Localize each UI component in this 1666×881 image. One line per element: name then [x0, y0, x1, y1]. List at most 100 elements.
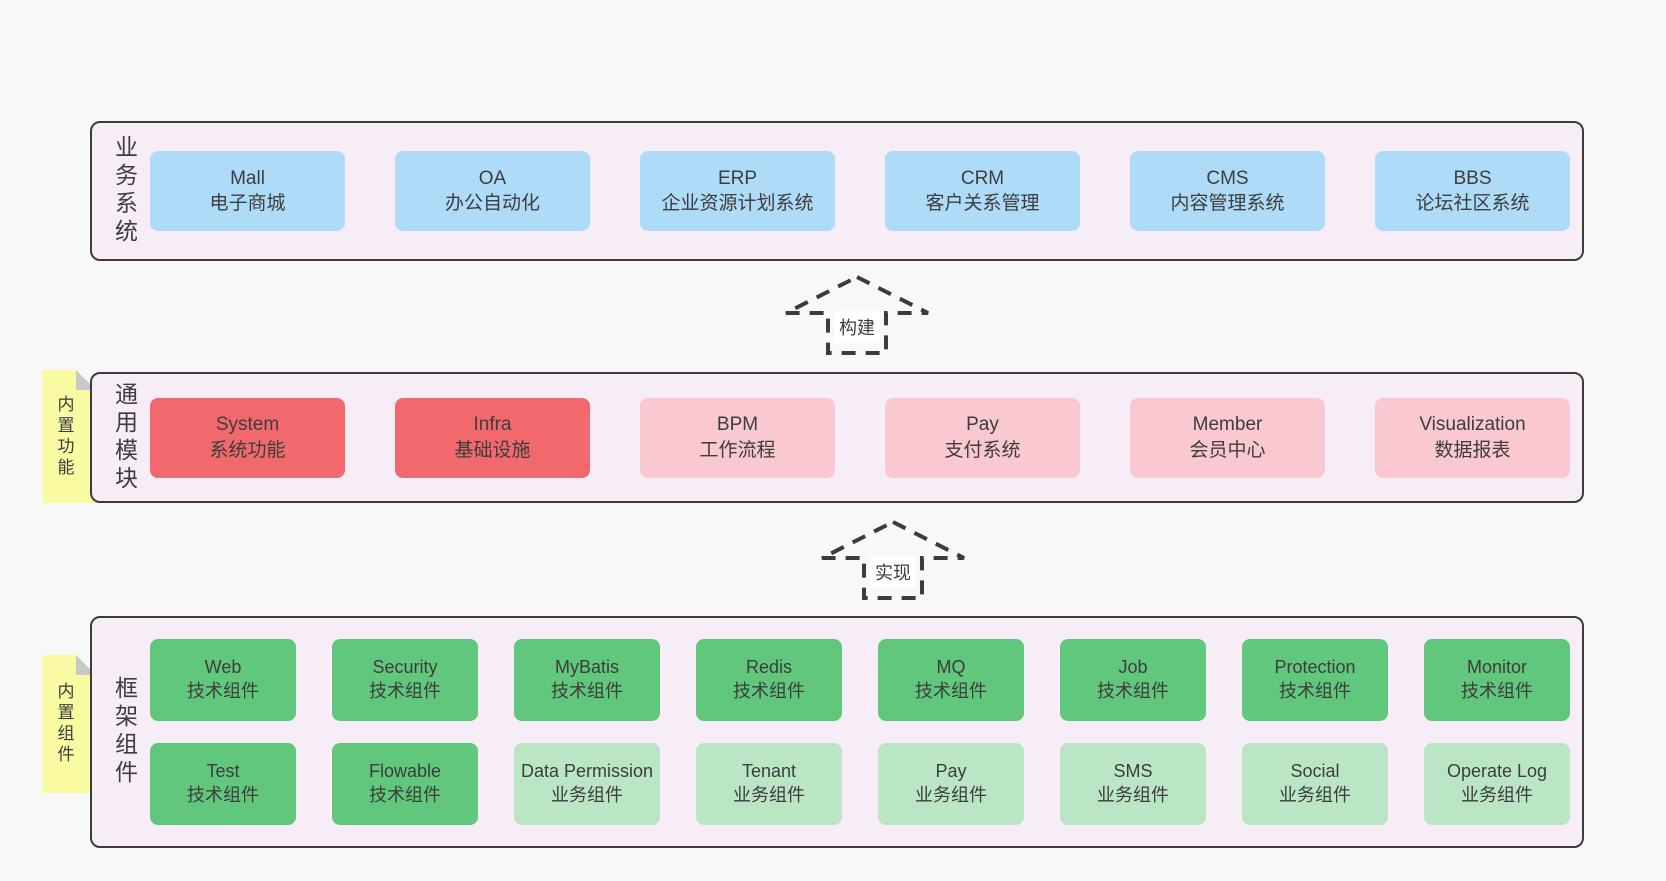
module-subtitle: 技术组件: [187, 785, 259, 805]
module-subtitle: 业务组件: [551, 785, 623, 805]
module-subtitle: 技术组件: [1279, 681, 1351, 701]
module-box-mall: Mall 电子商城: [150, 151, 345, 231]
module-title: Job: [1118, 657, 1148, 678]
module-box-test: Test 技术组件: [150, 743, 296, 825]
module-title: Data Permission: [520, 761, 654, 782]
band-rows: System 系统功能 Infra 基础设施 BPM 工作流程 Pay 支付系统 Member 会…: [150, 397, 1570, 478]
module-subtitle: 业务组件: [1097, 785, 1169, 805]
module-box-pay: Pay 支付系统: [885, 397, 1080, 478]
module-subtitle: 工作流程: [699, 439, 776, 461]
module-title: MyBatis: [554, 657, 619, 678]
band-label: 通用模块: [111, 381, 138, 494]
module-row: System 系统功能 Infra 基础设施 BPM 工作流程 Pay 支付系统 Member 会…: [150, 397, 1570, 478]
module-title: BPM: [716, 414, 759, 436]
module-title: MQ: [936, 657, 966, 678]
module-title: Social: [1290, 761, 1340, 782]
module-title: Flowable: [368, 761, 442, 782]
module-box-system: System 系统功能: [150, 397, 345, 478]
dashed-up-arrow-icon: [785, 274, 929, 355]
module-title: Operate Log: [1446, 761, 1548, 782]
sticky-note-label: 内置组件: [54, 682, 74, 766]
module-title: Redis: [745, 657, 793, 678]
module-title: SMS: [1113, 761, 1153, 782]
module-title: Pay: [966, 414, 999, 436]
module-subtitle: 论坛社区系统: [1415, 193, 1530, 214]
module-subtitle: 支付系统: [944, 439, 1021, 461]
module-title: CRM: [960, 167, 1005, 189]
module-box-member: Member 会员中心: [1130, 397, 1325, 478]
band-label: 框架组件: [111, 676, 138, 788]
module-subtitle: 会员中心: [1189, 439, 1266, 461]
module-title: CMS: [1206, 167, 1249, 189]
module-subtitle: 技术组件: [369, 785, 441, 805]
module-title: Monitor: [1466, 657, 1528, 678]
module-subtitle: 客户关系管理: [925, 193, 1040, 214]
module-subtitle: 技术组件: [733, 681, 805, 701]
module-title: Test: [206, 761, 240, 782]
module-title: System: [215, 414, 280, 436]
module-subtitle: 电子商城: [209, 193, 286, 214]
module-title: OA: [478, 167, 507, 189]
arrow-label: 构建: [834, 311, 880, 343]
module-box-crm: CRM 客户关系管理: [885, 151, 1080, 231]
module-box-security: Security 技术组件: [332, 639, 478, 721]
module-title: Protection: [1274, 657, 1356, 678]
module-subtitle: 技术组件: [1461, 681, 1533, 701]
sticky-note-label: 内置功能: [54, 394, 74, 479]
arrow-build: 构建: [777, 274, 937, 356]
module-subtitle: 企业资源计划系统: [661, 193, 814, 214]
module-title: BBS: [1453, 167, 1492, 189]
module-box-bbs: BBS 论坛社区系统: [1375, 151, 1570, 231]
module-box-cms: CMS 内容管理系统: [1130, 151, 1325, 231]
module-title: Tenant: [741, 761, 797, 782]
module-title: Infra: [473, 414, 512, 436]
module-subtitle: 数据报表: [1434, 439, 1511, 461]
module-title: Member: [1192, 414, 1263, 436]
module-box-visualization: Visualization 数据报表: [1375, 397, 1570, 478]
arrow-implement: 实现: [813, 519, 973, 601]
module-subtitle: 业务组件: [915, 785, 987, 805]
module-box-job: Job 技术组件: [1060, 639, 1206, 721]
module-title: Pay: [935, 761, 967, 782]
module-title: Visualization: [1419, 414, 1526, 436]
module-subtitle: 业务组件: [1461, 785, 1533, 805]
module-subtitle: 业务组件: [1279, 785, 1351, 805]
module-box-tenant: Tenant 业务组件: [696, 743, 842, 825]
module-title: Security: [372, 657, 438, 678]
module-box-sms: SMS 业务组件: [1060, 743, 1206, 825]
module-subtitle: 技术组件: [915, 681, 987, 701]
module-box-operate-log: Operate Log 业务组件: [1424, 743, 1570, 825]
module-box-pay: Pay 业务组件: [878, 743, 1024, 825]
module-title: ERP: [717, 167, 758, 189]
module-box-monitor: Monitor 技术组件: [1424, 639, 1570, 721]
module-box-erp: ERP 企业资源计划系统: [640, 151, 835, 231]
dashed-up-arrow-icon: [821, 519, 965, 600]
module-title: Mall: [230, 167, 265, 189]
band-label: 业务系统: [111, 135, 138, 247]
module-subtitle: 系统功能: [209, 439, 286, 461]
module-box-data-permission: Data Permission 业务组件: [514, 743, 660, 825]
module-subtitle: 技术组件: [1097, 681, 1169, 701]
band-common-modules: 通用模块 System 系统功能 Infra 基础设施 BPM 工作流程 Pay 支付系统 Me…: [90, 372, 1584, 503]
module-box-bpm: BPM 工作流程: [640, 397, 835, 478]
sticky-note-builtin-components: 内置组件: [42, 655, 96, 793]
sticky-note-builtin-features: 内置功能: [42, 370, 96, 503]
module-subtitle: 内容管理系统: [1170, 193, 1285, 214]
module-subtitle: 业务组件: [733, 785, 805, 805]
module-box-redis: Redis 技术组件: [696, 639, 842, 721]
module-subtitle: 技术组件: [369, 681, 441, 701]
module-subtitle: 技术组件: [187, 681, 259, 701]
module-box-infra: Infra 基础设施: [395, 397, 590, 478]
module-subtitle: 基础设施: [454, 439, 531, 461]
module-box-social: Social 业务组件: [1242, 743, 1388, 825]
